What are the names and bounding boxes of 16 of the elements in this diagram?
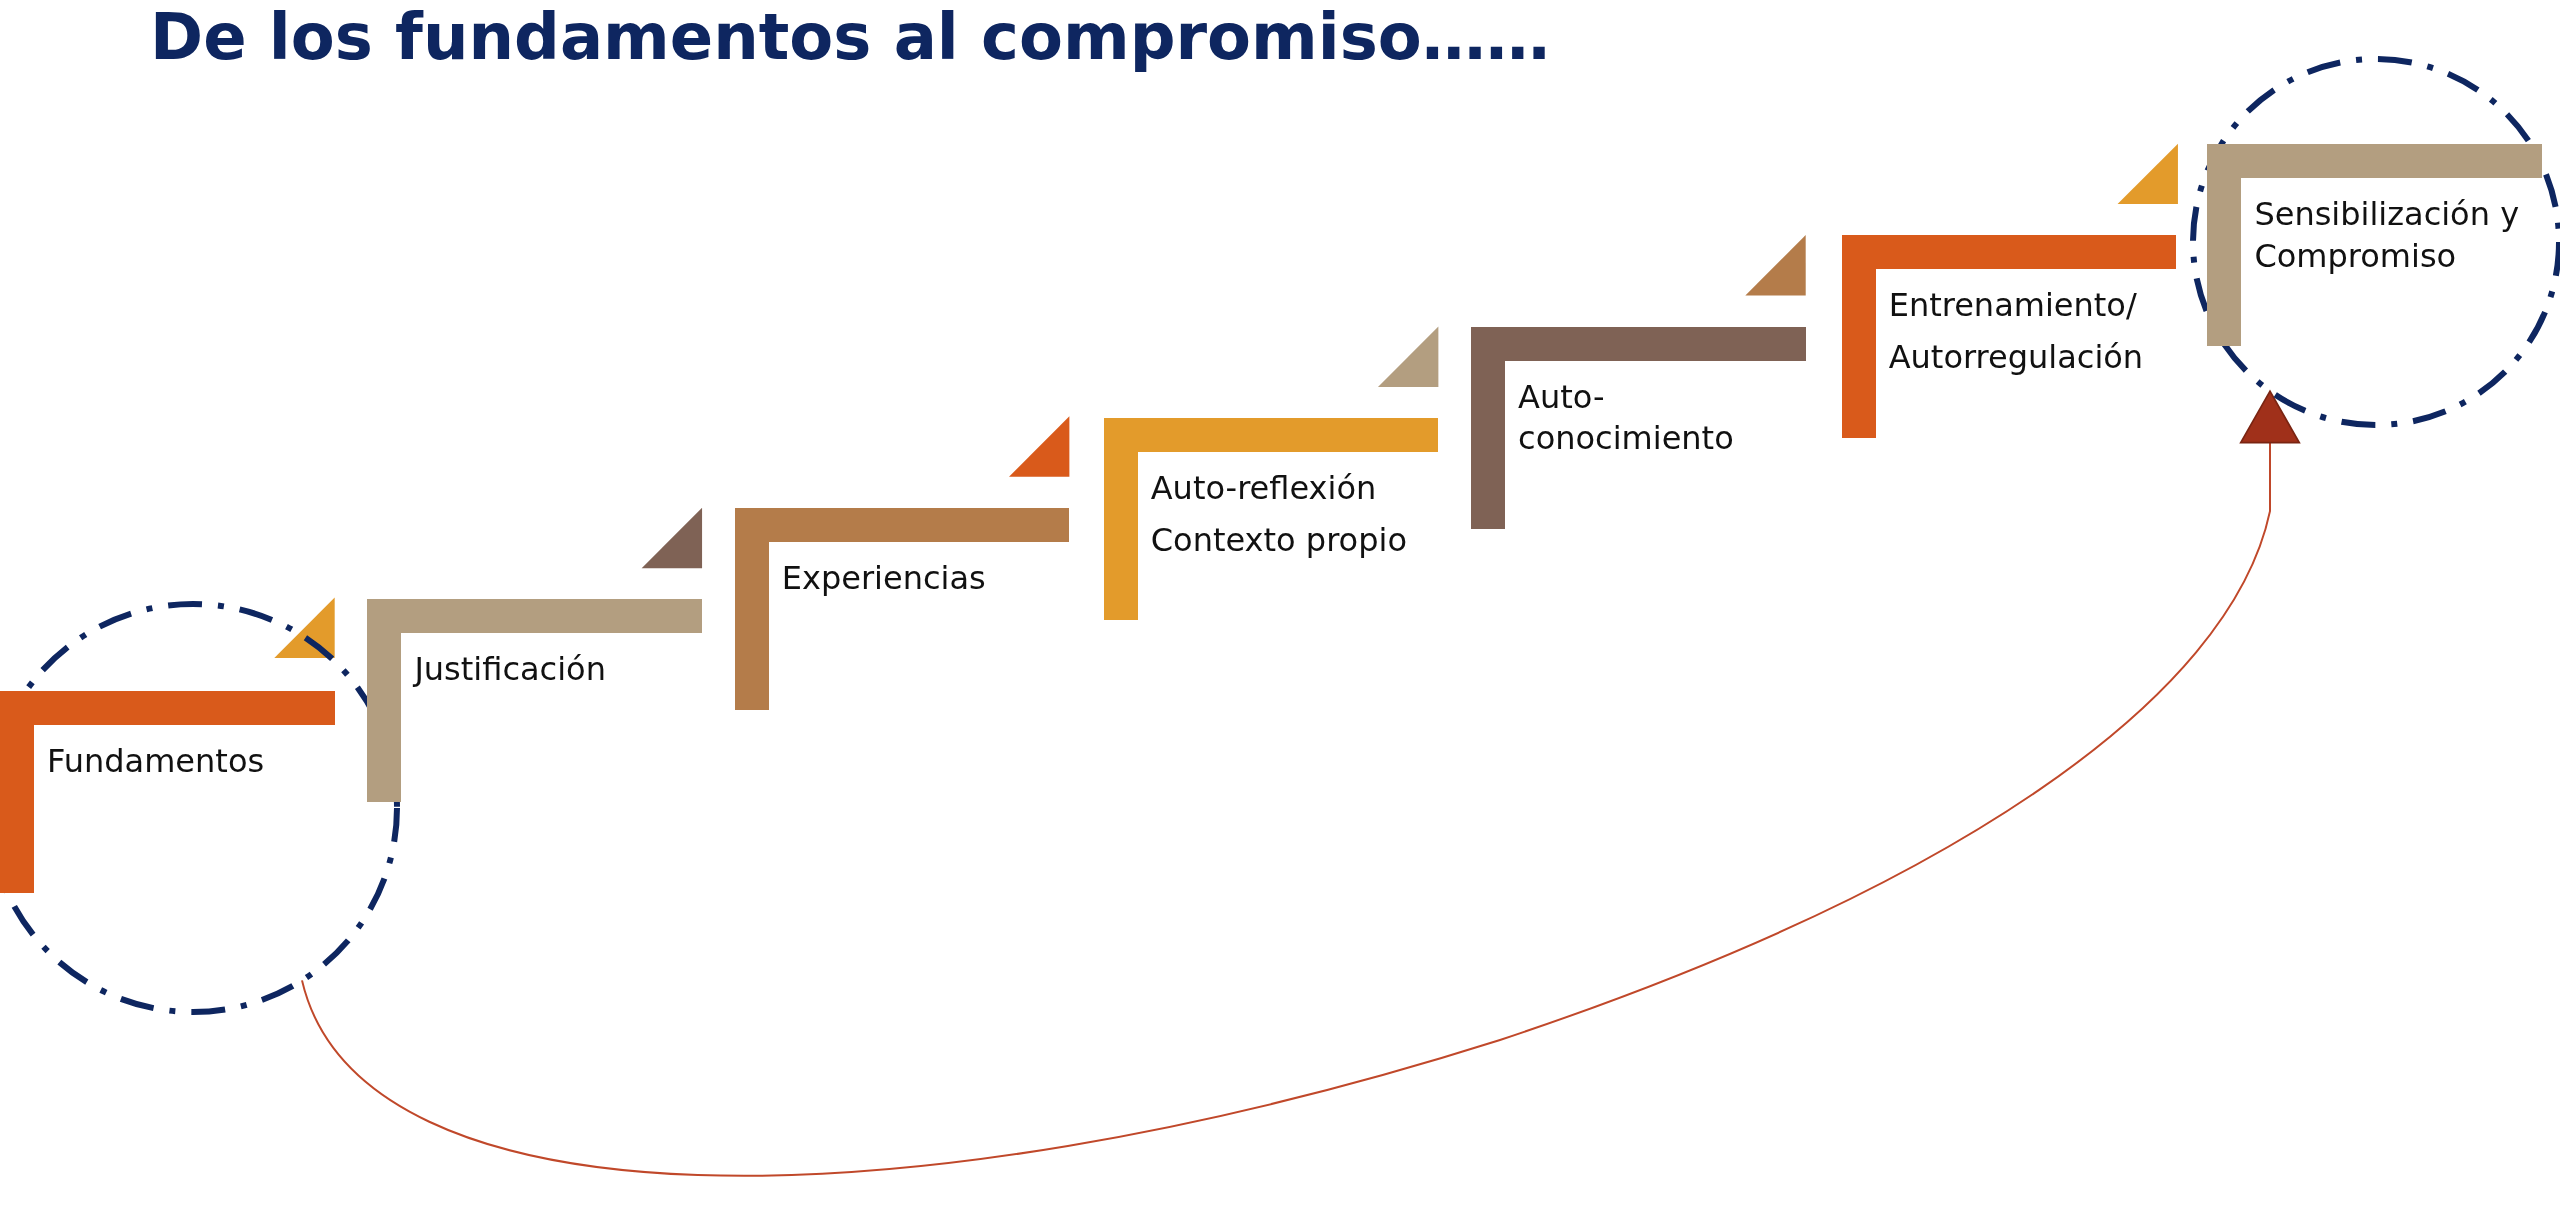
title: De los fundamentos al compromiso……: [150, 2, 1550, 73]
step-label: Autorregulación: [1888, 337, 2145, 378]
step-label: Contexto propio: [1150, 519, 1408, 561]
step-label: Justificación: [414, 649, 607, 691]
step-label: Fundamentos: [47, 740, 266, 782]
step-label: Auto-reflexión: [1150, 468, 1378, 510]
step-bracket: [1103, 417, 1439, 621]
step-bracket: [1841, 235, 2177, 438]
step-label: Sensibilización y Compromiso: [2254, 194, 2521, 277]
step-bracket: [1471, 326, 1806, 529]
step-label: Experiencias: [781, 558, 987, 600]
step-bracket: [734, 507, 1070, 711]
step-bracket: [367, 599, 703, 802]
curved-arrow: [301, 390, 2301, 1177]
step-label: Auto- conocimiento: [1518, 376, 1735, 460]
step-label: Entrenamiento/: [1888, 285, 2138, 327]
